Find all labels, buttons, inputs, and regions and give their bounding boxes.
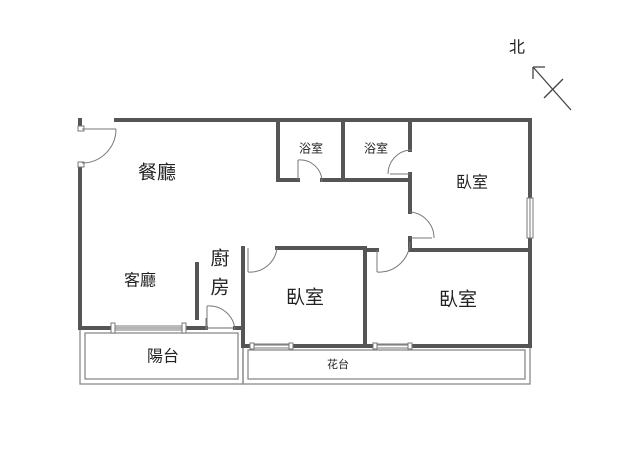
- room-label-bedroom-ne: 臥室: [456, 173, 488, 192]
- bath-right-door: [387, 149, 412, 175]
- compass: 北: [509, 38, 572, 111]
- window-bed-mid-right-post: [288, 342, 294, 350]
- doors: [77, 125, 435, 331]
- window-bed-se-left-post: [372, 342, 378, 350]
- room-labels: 餐廳 客廳 廚 房 浴室 浴室 臥室 臥室 臥室 陽台 花台: [124, 141, 488, 372]
- walls: [78, 118, 532, 348]
- bedroom-ne-door: [409, 211, 435, 239]
- room-label-kitchen-top: 廚: [210, 247, 229, 270]
- window-living-left-post: [110, 322, 116, 334]
- room-label-planter: 花台: [327, 357, 349, 371]
- window-bed-se-right-post: [407, 342, 413, 350]
- kitchen-door: [205, 305, 236, 331]
- window-bed-mid-left-post: [249, 342, 255, 350]
- planter-outline: [242, 344, 531, 385]
- wall-east: [408, 236, 532, 348]
- wall-kitchen-south: [233, 326, 245, 348]
- room-label-dining: 餐廳: [138, 162, 176, 184]
- wall-north: [114, 118, 532, 200]
- window-living-right-post: [181, 322, 187, 334]
- room-label-bath-left: 浴室: [299, 141, 323, 156]
- north-arrow-icon: [532, 66, 572, 111]
- bedroom-mid-door: [247, 247, 278, 273]
- room-label-kitchen-bottom: 房: [210, 277, 229, 299]
- balcony-inner-outline: [84, 332, 239, 380]
- room-label-bedroom-se: 臥室: [439, 289, 477, 311]
- windows: [110, 197, 534, 350]
- room-label-balcony: 陽台: [147, 347, 179, 366]
- room-label-living: 客廳: [124, 271, 156, 290]
- planter-inner-outline: [247, 349, 526, 380]
- room-label-bath-right: 浴室: [364, 141, 388, 156]
- entrance-door: [77, 125, 117, 168]
- bedroom-se-door: [376, 241, 411, 273]
- compass-north-label: 北: [509, 38, 525, 57]
- room-label-bedroom-mid: 臥室: [286, 287, 324, 309]
- bath-left-door: [297, 159, 323, 183]
- wall-bath-left-west: [276, 118, 300, 182]
- wall-west: [78, 163, 115, 330]
- outdoor-outlines: [79, 327, 531, 385]
